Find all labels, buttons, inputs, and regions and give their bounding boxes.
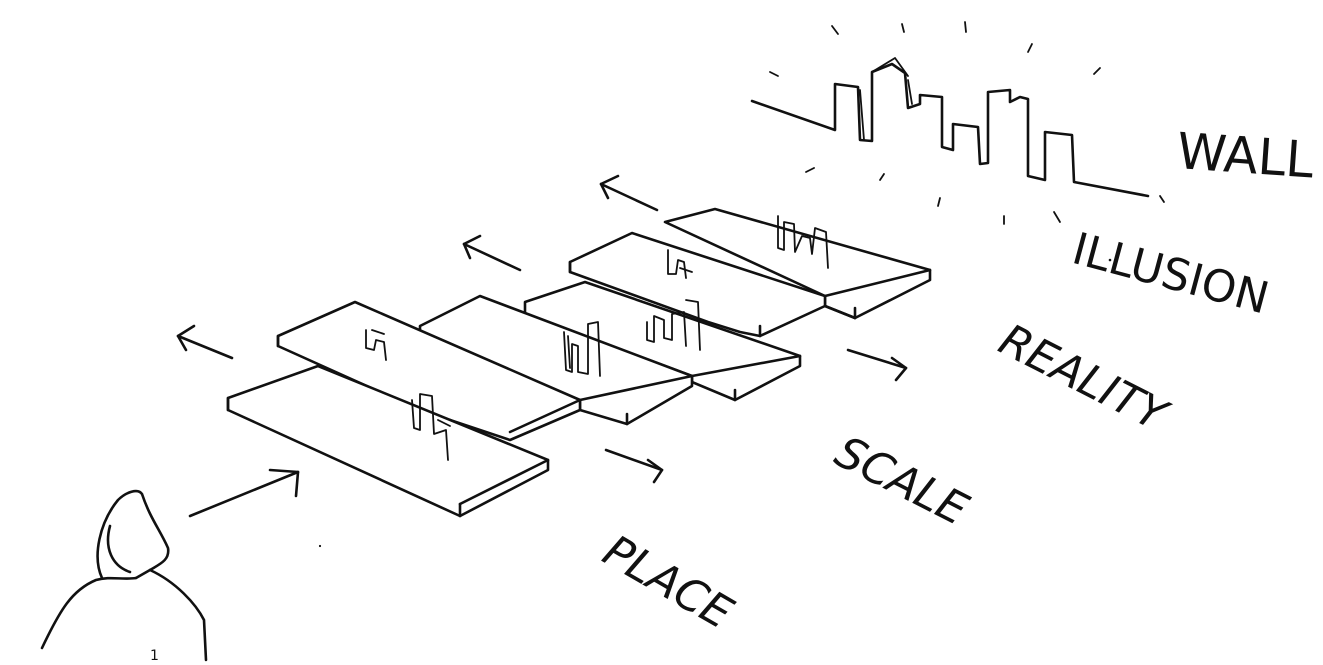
tray-scale <box>418 294 694 426</box>
arrow-right-2-icon <box>846 348 908 382</box>
viewer-figure-icon <box>40 489 208 662</box>
arrow-right-1-icon <box>604 448 664 484</box>
tray-illusion <box>663 207 932 320</box>
label-reality: REALITY <box>991 314 1177 442</box>
tray-place-front <box>226 364 550 518</box>
view-arrow-icon <box>188 468 300 518</box>
label-illusion: ILLUSION <box>1067 223 1274 324</box>
tray-place-back <box>276 300 582 442</box>
glow-rays <box>769 21 1165 225</box>
arrow-left-3-icon <box>599 174 659 212</box>
arrow-left-1-icon <box>176 324 234 360</box>
wall-skyline-icon <box>750 57 1150 198</box>
tray-reality-back <box>568 231 827 338</box>
label-place: PLACE <box>595 525 742 639</box>
arrow-left-2-icon <box>462 234 522 272</box>
label-wall: WALL <box>1175 122 1315 189</box>
figure-number: 1 <box>150 648 159 664</box>
label-scale: SCALE <box>827 426 976 536</box>
